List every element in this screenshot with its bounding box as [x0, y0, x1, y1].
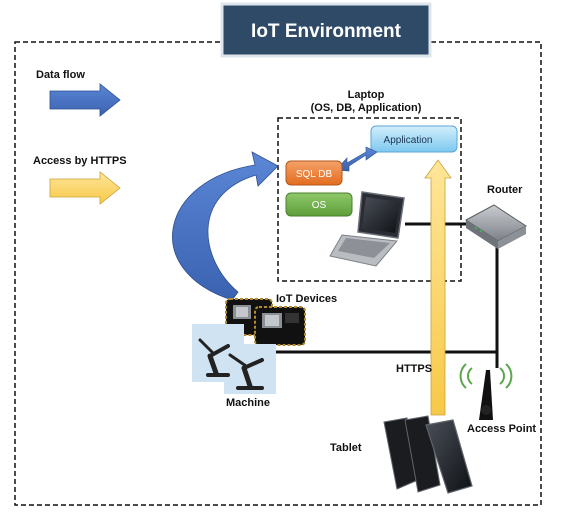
- https-access-arrow-icon: [424, 159, 452, 416]
- https-label: HTTPS: [396, 363, 432, 375]
- router-label: Router: [487, 184, 523, 196]
- data-flow-arrow-icon: [49, 83, 121, 117]
- legend-https-label: Access by HTTPS: [33, 155, 127, 167]
- iot-devices-icon: [225, 298, 306, 346]
- environment-border: [14, 41, 542, 506]
- laptop-subtitle: (OS, DB, Application): [311, 102, 422, 114]
- sql-db-label: SQL DB: [296, 169, 333, 180]
- laptop-box: [277, 117, 462, 282]
- laptop-title: Laptop: [348, 89, 385, 101]
- access-point-icon: [459, 363, 513, 420]
- tablet-label: Tablet: [330, 442, 362, 454]
- application-box: Application: [370, 125, 458, 153]
- legend-data-flow-label: Data flow: [36, 69, 85, 81]
- os-label: OS: [312, 200, 327, 211]
- router-icon: [465, 204, 527, 249]
- tablet-icon: [383, 415, 473, 494]
- diagram-title: IoT Environment: [251, 21, 402, 42]
- sql-db-box: SQL DB: [285, 160, 343, 186]
- access-point-label: Access Point: [467, 423, 536, 435]
- os-box: OS: [285, 192, 353, 217]
- iot-devices-label: IoT Devices: [276, 293, 337, 305]
- laptop-icon: [329, 191, 405, 267]
- iot-to-db-flow-arrow-icon: [172, 151, 279, 301]
- https-arrow-icon: [49, 171, 121, 205]
- legend: Data flow Access by HTTPS: [33, 69, 127, 205]
- title-box: IoT Environment: [220, 2, 432, 58]
- application-label: Application: [384, 135, 433, 146]
- db-app-flow-arrow-icon: [335, 146, 378, 172]
- machine-label: Machine: [226, 397, 270, 409]
- machine-icon: [192, 324, 276, 394]
